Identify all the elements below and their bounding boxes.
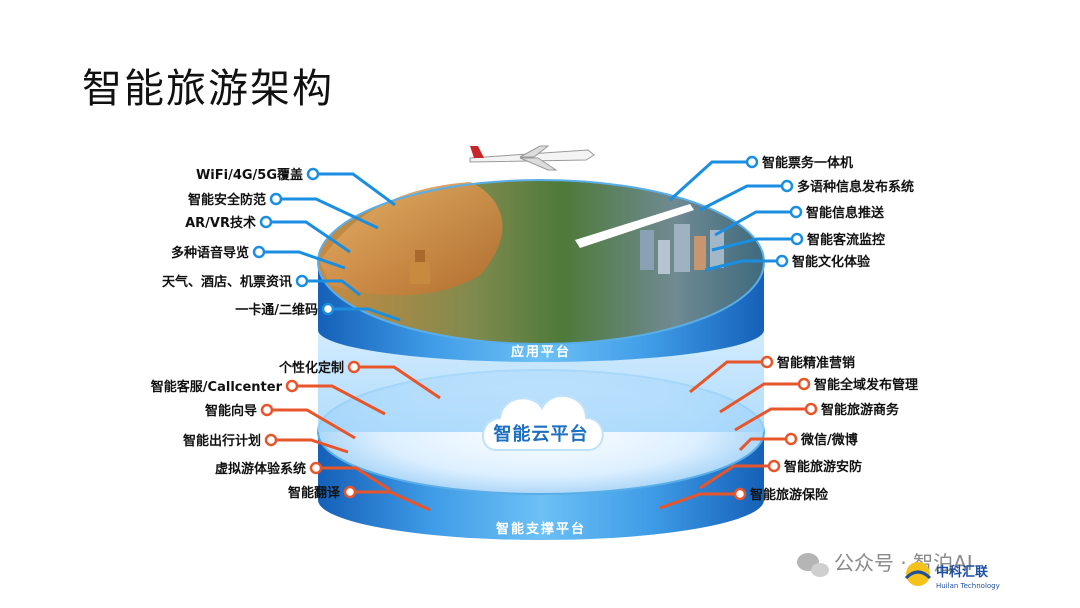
connector-dot-icon: [745, 155, 759, 169]
connector-line: [689, 360, 767, 394]
feature-label: 智能旅游安防: [784, 459, 862, 475]
feature-label: 智能客服/Callcenter: [151, 379, 283, 395]
connector-dot-icon: [321, 302, 335, 316]
feature-label: 天气、酒店、机票资讯: [162, 274, 292, 290]
connector-line: [704, 259, 782, 272]
application-platform-cylinder: [317, 179, 765, 362]
feature-label: 一卡通/二维码: [235, 302, 318, 318]
connector-line: [668, 160, 752, 202]
connector-dot-icon: [306, 167, 320, 181]
connector-line: [354, 365, 441, 400]
connector-dot-icon: [260, 403, 274, 417]
connector-line: [714, 210, 796, 237]
feature-label: 智能客流监控: [807, 232, 885, 248]
connector-dot-icon: [790, 232, 804, 246]
connector-dot-icon: [804, 402, 818, 416]
feature-label: 个性化定制: [278, 360, 344, 376]
feature-label: 智能文化体验: [792, 254, 871, 270]
connector-line: [259, 250, 346, 270]
logo-chinese-name: 中科汇联: [936, 564, 988, 580]
feature-label: 智能旅游商务: [821, 402, 900, 418]
connector-line: [734, 407, 811, 432]
connector-line: [659, 492, 740, 510]
connector-dot-icon: [784, 432, 798, 446]
temple-icon: [410, 262, 430, 284]
connector-dot-icon: [252, 245, 266, 259]
connector-dot-icon: [264, 433, 278, 447]
connector-line: [267, 408, 356, 440]
logo-english-name: Huilan Technology: [936, 582, 1000, 590]
connector-dot-icon: [343, 485, 357, 499]
connector-lines: [252, 155, 818, 512]
airplane-icon: [469, 145, 595, 171]
feature-label: 多语种信息发布系统: [797, 179, 914, 195]
connector-dot-icon: [767, 459, 781, 473]
connector-line: [350, 490, 431, 512]
connector-line: [266, 220, 351, 254]
connector-line: [292, 384, 386, 416]
feature-label: 虚拟游体验系统: [215, 461, 306, 477]
connector-line: [738, 437, 791, 452]
connector-line: [271, 438, 349, 454]
feature-label: 智能安全防范: [188, 192, 266, 208]
connector-dot-icon: [789, 205, 803, 219]
connector-dot-icon: [733, 487, 747, 501]
city-buildings-icon: [640, 224, 724, 274]
connector-dot-icon: [269, 192, 283, 206]
connector-line: [313, 172, 396, 207]
connector-dot-icon: [285, 379, 299, 393]
connector-line: [276, 197, 379, 230]
connector-dot-icon: [309, 461, 323, 475]
watermark-text: 公众号 · 智泊AI: [834, 551, 973, 575]
connector-line: [302, 279, 361, 297]
connector-dot-icon: [780, 179, 794, 193]
feature-label: 智能票务一体机: [762, 155, 853, 171]
connector-dot-icon: [259, 215, 273, 229]
connector-line: [711, 237, 797, 252]
watermark: 公众号 · 智泊AI 中科汇联 Huilan Technology: [797, 551, 1000, 590]
huilan-logo-icon: [904, 562, 932, 586]
page-title: 智能旅游架构: [82, 66, 334, 112]
feature-label: 智能出行计划: [183, 433, 261, 449]
connector-line: [719, 382, 804, 414]
feature-label: 多种语音导览: [171, 245, 249, 261]
feature-label: 智能向导: [205, 403, 257, 419]
feature-label: 智能旅游保险: [750, 487, 829, 503]
cloud-platform-label: 智能云平台: [494, 423, 589, 445]
connector-dot-icon: [797, 377, 811, 391]
connector-line: [699, 464, 774, 490]
feature-label: 微信/微博: [800, 432, 858, 448]
support-platform-label: 智能支撑平台: [496, 521, 586, 537]
connector-dot-icon: [775, 254, 789, 268]
connector-dot-icon: [295, 274, 309, 288]
connector-line: [699, 184, 787, 212]
feature-label: 智能翻译: [288, 485, 341, 501]
connector-dot-icon: [760, 355, 774, 369]
cloud-icon: 智能云平台: [482, 395, 604, 451]
feature-label: 智能信息推送: [806, 205, 885, 221]
connector-dot-icon: [347, 360, 361, 374]
connector-line: [316, 466, 391, 492]
feature-label: WiFi/4G/5G覆盖: [196, 167, 303, 183]
connector-line: [328, 307, 401, 322]
feature-label: AR/VR技术: [185, 215, 256, 231]
feature-label: 智能全域发布管理: [814, 377, 918, 393]
application-platform-label: 应用平台: [511, 344, 571, 360]
wechat-icon: [797, 553, 829, 577]
train-icon: [575, 204, 694, 248]
feature-label: 智能精准营销: [777, 355, 855, 371]
